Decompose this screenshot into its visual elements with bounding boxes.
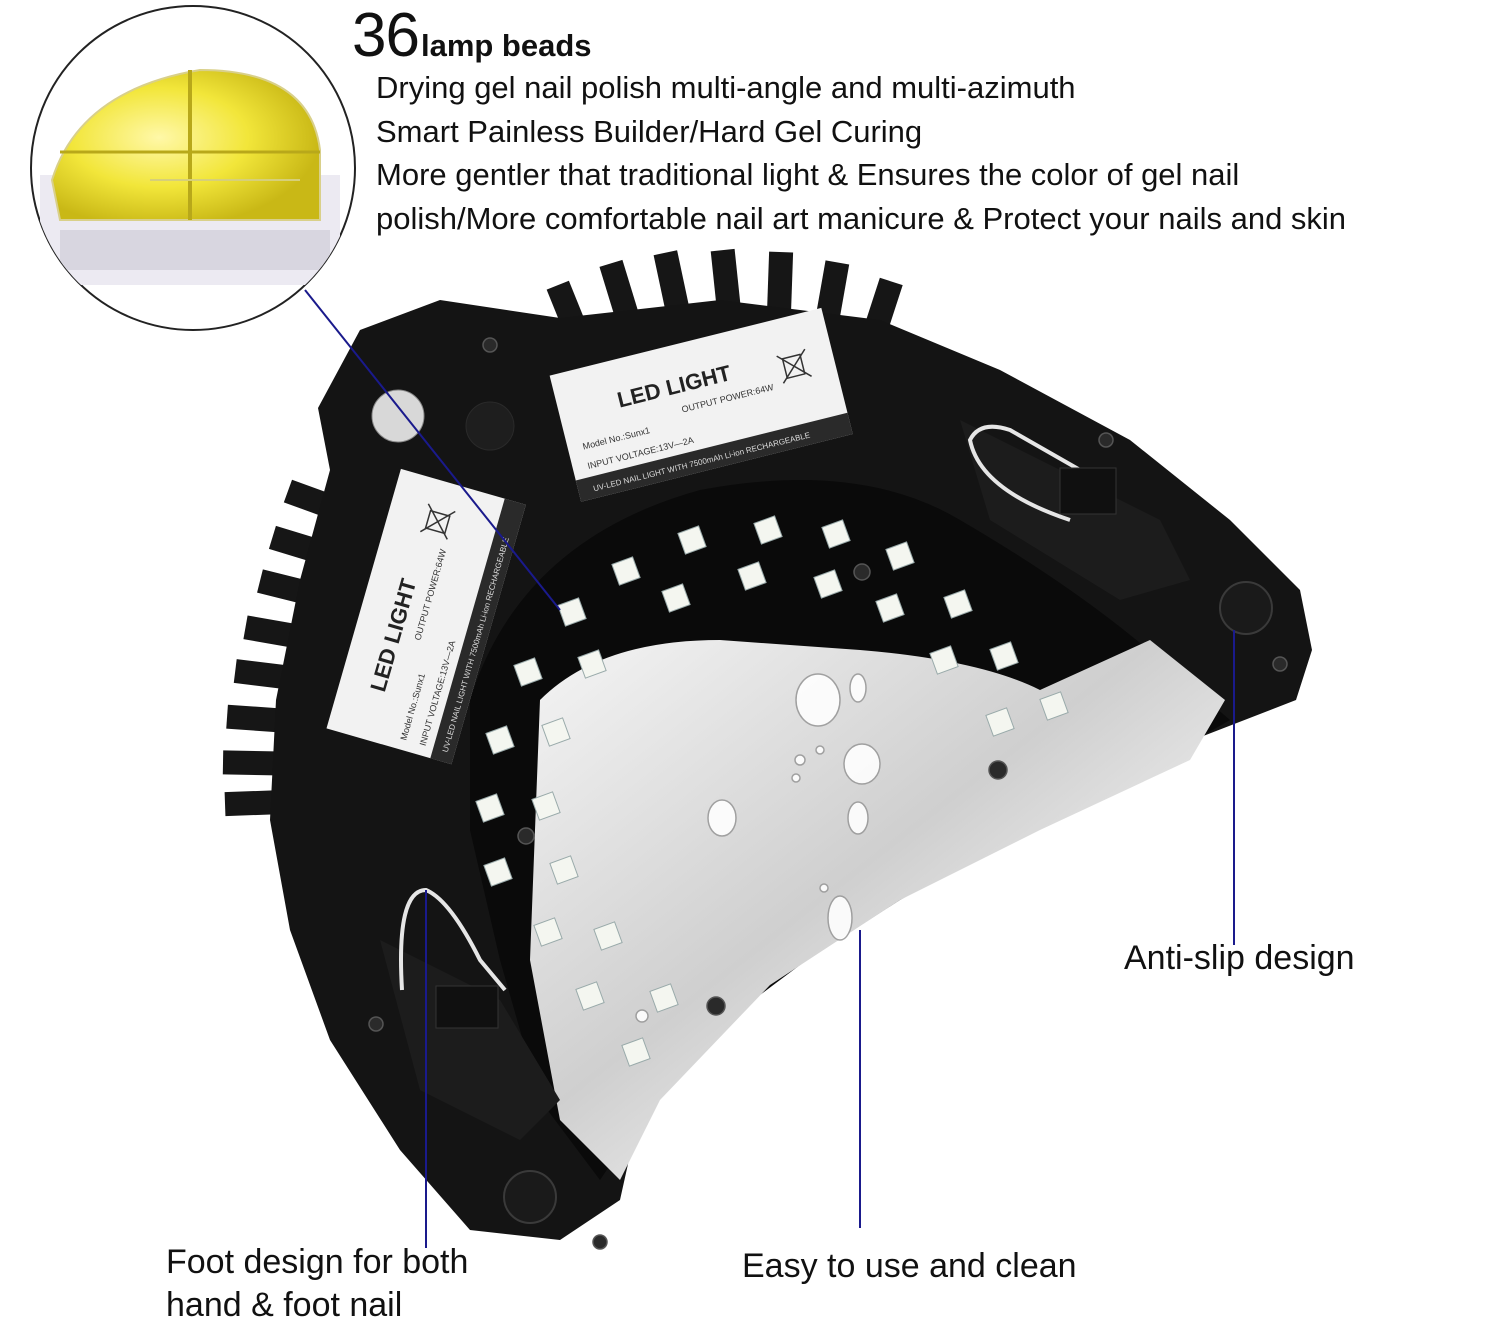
- lamp-bead-count: 36: [352, 1, 420, 70]
- feature-line: More gentler that traditional light & En…: [376, 157, 1240, 192]
- foot-design-callout-line2: hand & foot nail: [166, 1286, 403, 1324]
- led-bead: [549, 855, 579, 885]
- led-bead: [737, 561, 767, 591]
- recycle-bin-icon: [776, 348, 812, 384]
- callout-pointer-lines: [304, 289, 1235, 1248]
- led-bead: [593, 921, 623, 951]
- lamp-beads-heading: 36lamp beads: [352, 2, 592, 70]
- lamp-bead-zoom-icon: [30, 5, 356, 331]
- led-bead: [661, 583, 691, 613]
- led-bead: [575, 981, 605, 1011]
- led-bead: [483, 857, 513, 887]
- led-bead: [677, 525, 707, 555]
- recycle-bin-icon: [419, 503, 456, 540]
- feature-line: polish/More comfortable nail art manicur…: [376, 200, 1347, 236]
- led-bead: [813, 569, 843, 599]
- led-bead: [929, 645, 959, 675]
- led-bead: [533, 917, 563, 947]
- led-bead: [475, 793, 505, 823]
- led-bead: [557, 597, 587, 627]
- reflector-plate: [530, 640, 1225, 1180]
- led-bead: [513, 657, 543, 687]
- feature-list: Drying gel nail polish multi-angle and m…: [376, 66, 1500, 240]
- led-bead: [541, 717, 571, 747]
- foot-pad-icon: [503, 1170, 557, 1224]
- led-bead: [485, 725, 515, 755]
- led-bead: [577, 649, 607, 679]
- easy-clean-callout: Easy to use and clean: [742, 1247, 1077, 1285]
- led-bead: [875, 593, 905, 623]
- water-drop-icon: [635, 673, 881, 1023]
- led-bead: [1039, 691, 1069, 721]
- feature-line: Drying gel nail polish multi-angle and m…: [376, 70, 1076, 105]
- anti-slip-callout: Anti-slip design: [1124, 939, 1355, 977]
- led-bead: [611, 556, 641, 586]
- led-bead: [885, 541, 915, 571]
- led-bead: [821, 519, 851, 549]
- led-bead: [649, 983, 679, 1013]
- certification-badge-icon: [371, 389, 425, 443]
- feature-line: Smart Painless Builder/Hard Gel Curing: [376, 113, 923, 149]
- led-bead: [531, 791, 561, 821]
- foot-pad-icon: [1219, 581, 1273, 635]
- led-bead: [621, 1037, 651, 1067]
- led-bead: [943, 589, 973, 619]
- led-bead: [989, 641, 1019, 671]
- foot-design-callout-line1: Foot design for both: [166, 1243, 469, 1281]
- led-beads: [475, 515, 1069, 1067]
- right-hinge-clip: [960, 420, 1190, 600]
- led-bead: [753, 515, 783, 545]
- led-bead: [985, 707, 1015, 737]
- lamp-bead-label: lamp beads: [420, 28, 592, 63]
